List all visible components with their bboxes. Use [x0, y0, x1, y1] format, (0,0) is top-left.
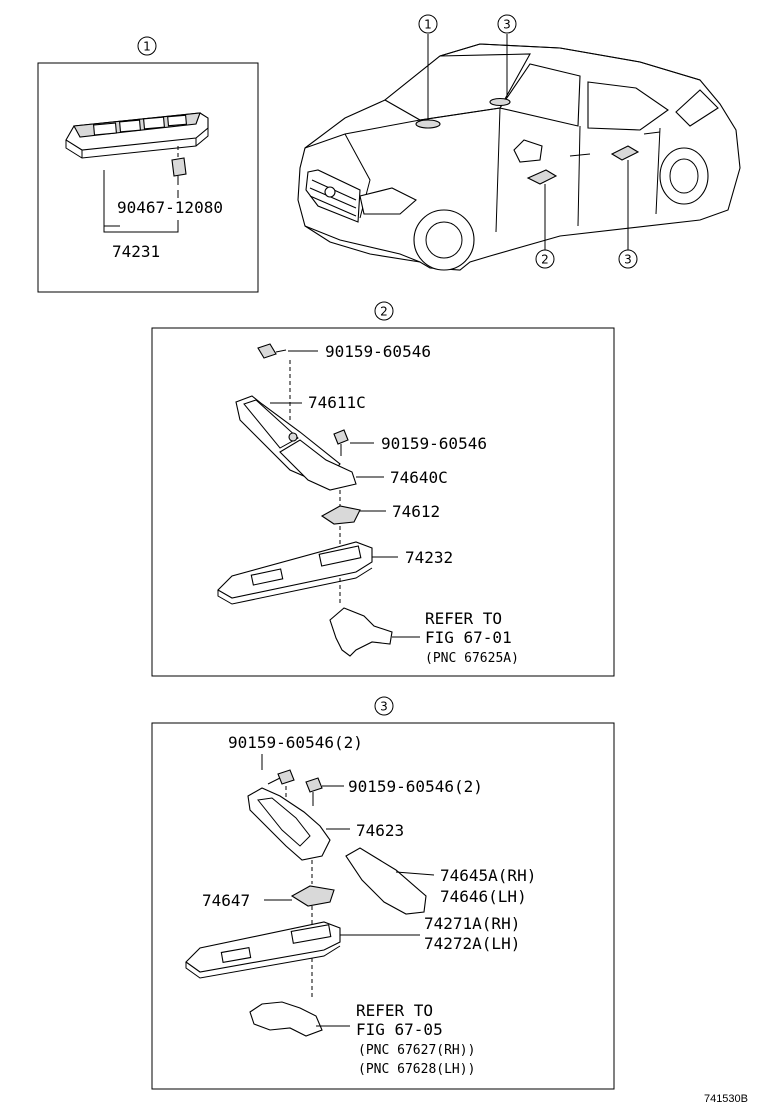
car-front-window [499, 63, 581, 127]
refer-bracket-drawing [329, 607, 393, 657]
label-90159-60546-2-a: 90159-60546(2) [228, 733, 363, 752]
car-callout-2: 2 [541, 253, 549, 267]
refer3-text-line2: FIG 67-05 [356, 1020, 443, 1039]
section-2: 2 90159-60546 74611C 90159-60546 74640C [151, 301, 615, 677]
refer-text-line3: (PNC 67625A) [425, 651, 519, 666]
label-74271A-RH: 74271A(RH) [424, 914, 520, 933]
car-switch-3 [610, 145, 640, 161]
label-74623: 74623 [356, 821, 404, 840]
cover-drawing [279, 439, 357, 491]
car-rear-wheel [659, 147, 709, 205]
screw-b-drawing [305, 777, 323, 806]
label-90159-60546-mid: 90159-60546 [381, 434, 487, 453]
car-illustration: 1 3 2 3 [297, 14, 741, 271]
diagram-code: 741530B [704, 1093, 748, 1105]
car-front-wheel [413, 209, 475, 271]
label-74232: 74232 [405, 548, 453, 567]
refer3-text-line1: REFER TO [356, 1001, 433, 1020]
section-3-frame [151, 722, 615, 1090]
clip-drawing [171, 146, 187, 185]
bezel-74647-drawing [290, 885, 335, 907]
refer3-text-line3: (PNC 67627(RH)) [358, 1043, 475, 1058]
label-74612: 74612 [392, 502, 440, 521]
label-90159-60546-top: 90159-60546 [325, 342, 431, 361]
screw-mid-drawing [333, 429, 349, 456]
label-74647: 74647 [202, 891, 250, 910]
car-callout-3: 3 [624, 253, 632, 267]
car-callout-1: 1 [424, 18, 432, 32]
refer3-text-line4: (PNC 67628(LH)) [358, 1062, 475, 1077]
callout-number-2: 2 [380, 305, 388, 319]
refer-text-line2: FIG 67-01 [425, 628, 512, 647]
refer-bracket-3-drawing [249, 1001, 323, 1037]
label-74611C: 74611C [308, 393, 366, 412]
car-switch-2 [526, 169, 558, 185]
section-1-frame [37, 62, 259, 293]
label-90159-60546-2-b: 90159-60546(2) [348, 777, 483, 796]
car-mirror [513, 139, 543, 163]
car-callout-3-top: 3 [503, 18, 511, 32]
car-headlight [359, 187, 417, 215]
label-74640C: 74640C [390, 468, 448, 487]
section-3: 3 90159-60546(2) 90159-60546(2) 74623 74… [151, 696, 615, 1090]
label-74272A-LH: 74272A(LH) [424, 934, 520, 953]
callout-number-1: 1 [143, 40, 151, 54]
callout-number-3: 3 [380, 700, 388, 714]
callout-circle-1 [137, 36, 157, 56]
pad-drawing [345, 847, 427, 915]
label-74646-LH: 74646(LH) [440, 887, 527, 906]
car-switch-3-top [489, 97, 511, 107]
bezel-drawing [320, 505, 361, 525]
car-switch-1 [415, 119, 441, 129]
label-90467-12080: 90467-12080 [117, 198, 223, 217]
refer-text-line1: REFER TO [425, 609, 502, 628]
section-2-frame [151, 327, 615, 677]
bracket-74623-drawing [247, 787, 331, 861]
label-74645A-RH: 74645A(RH) [440, 866, 536, 885]
screw-top-drawing [257, 343, 287, 359]
screw-a-drawing [267, 769, 295, 785]
master-switch-assy-drawing [65, 112, 209, 159]
car-rear-window [587, 81, 669, 131]
label-74231: 74231 [112, 242, 160, 261]
section-1: 1 90467-12080 74231 [37, 36, 259, 293]
